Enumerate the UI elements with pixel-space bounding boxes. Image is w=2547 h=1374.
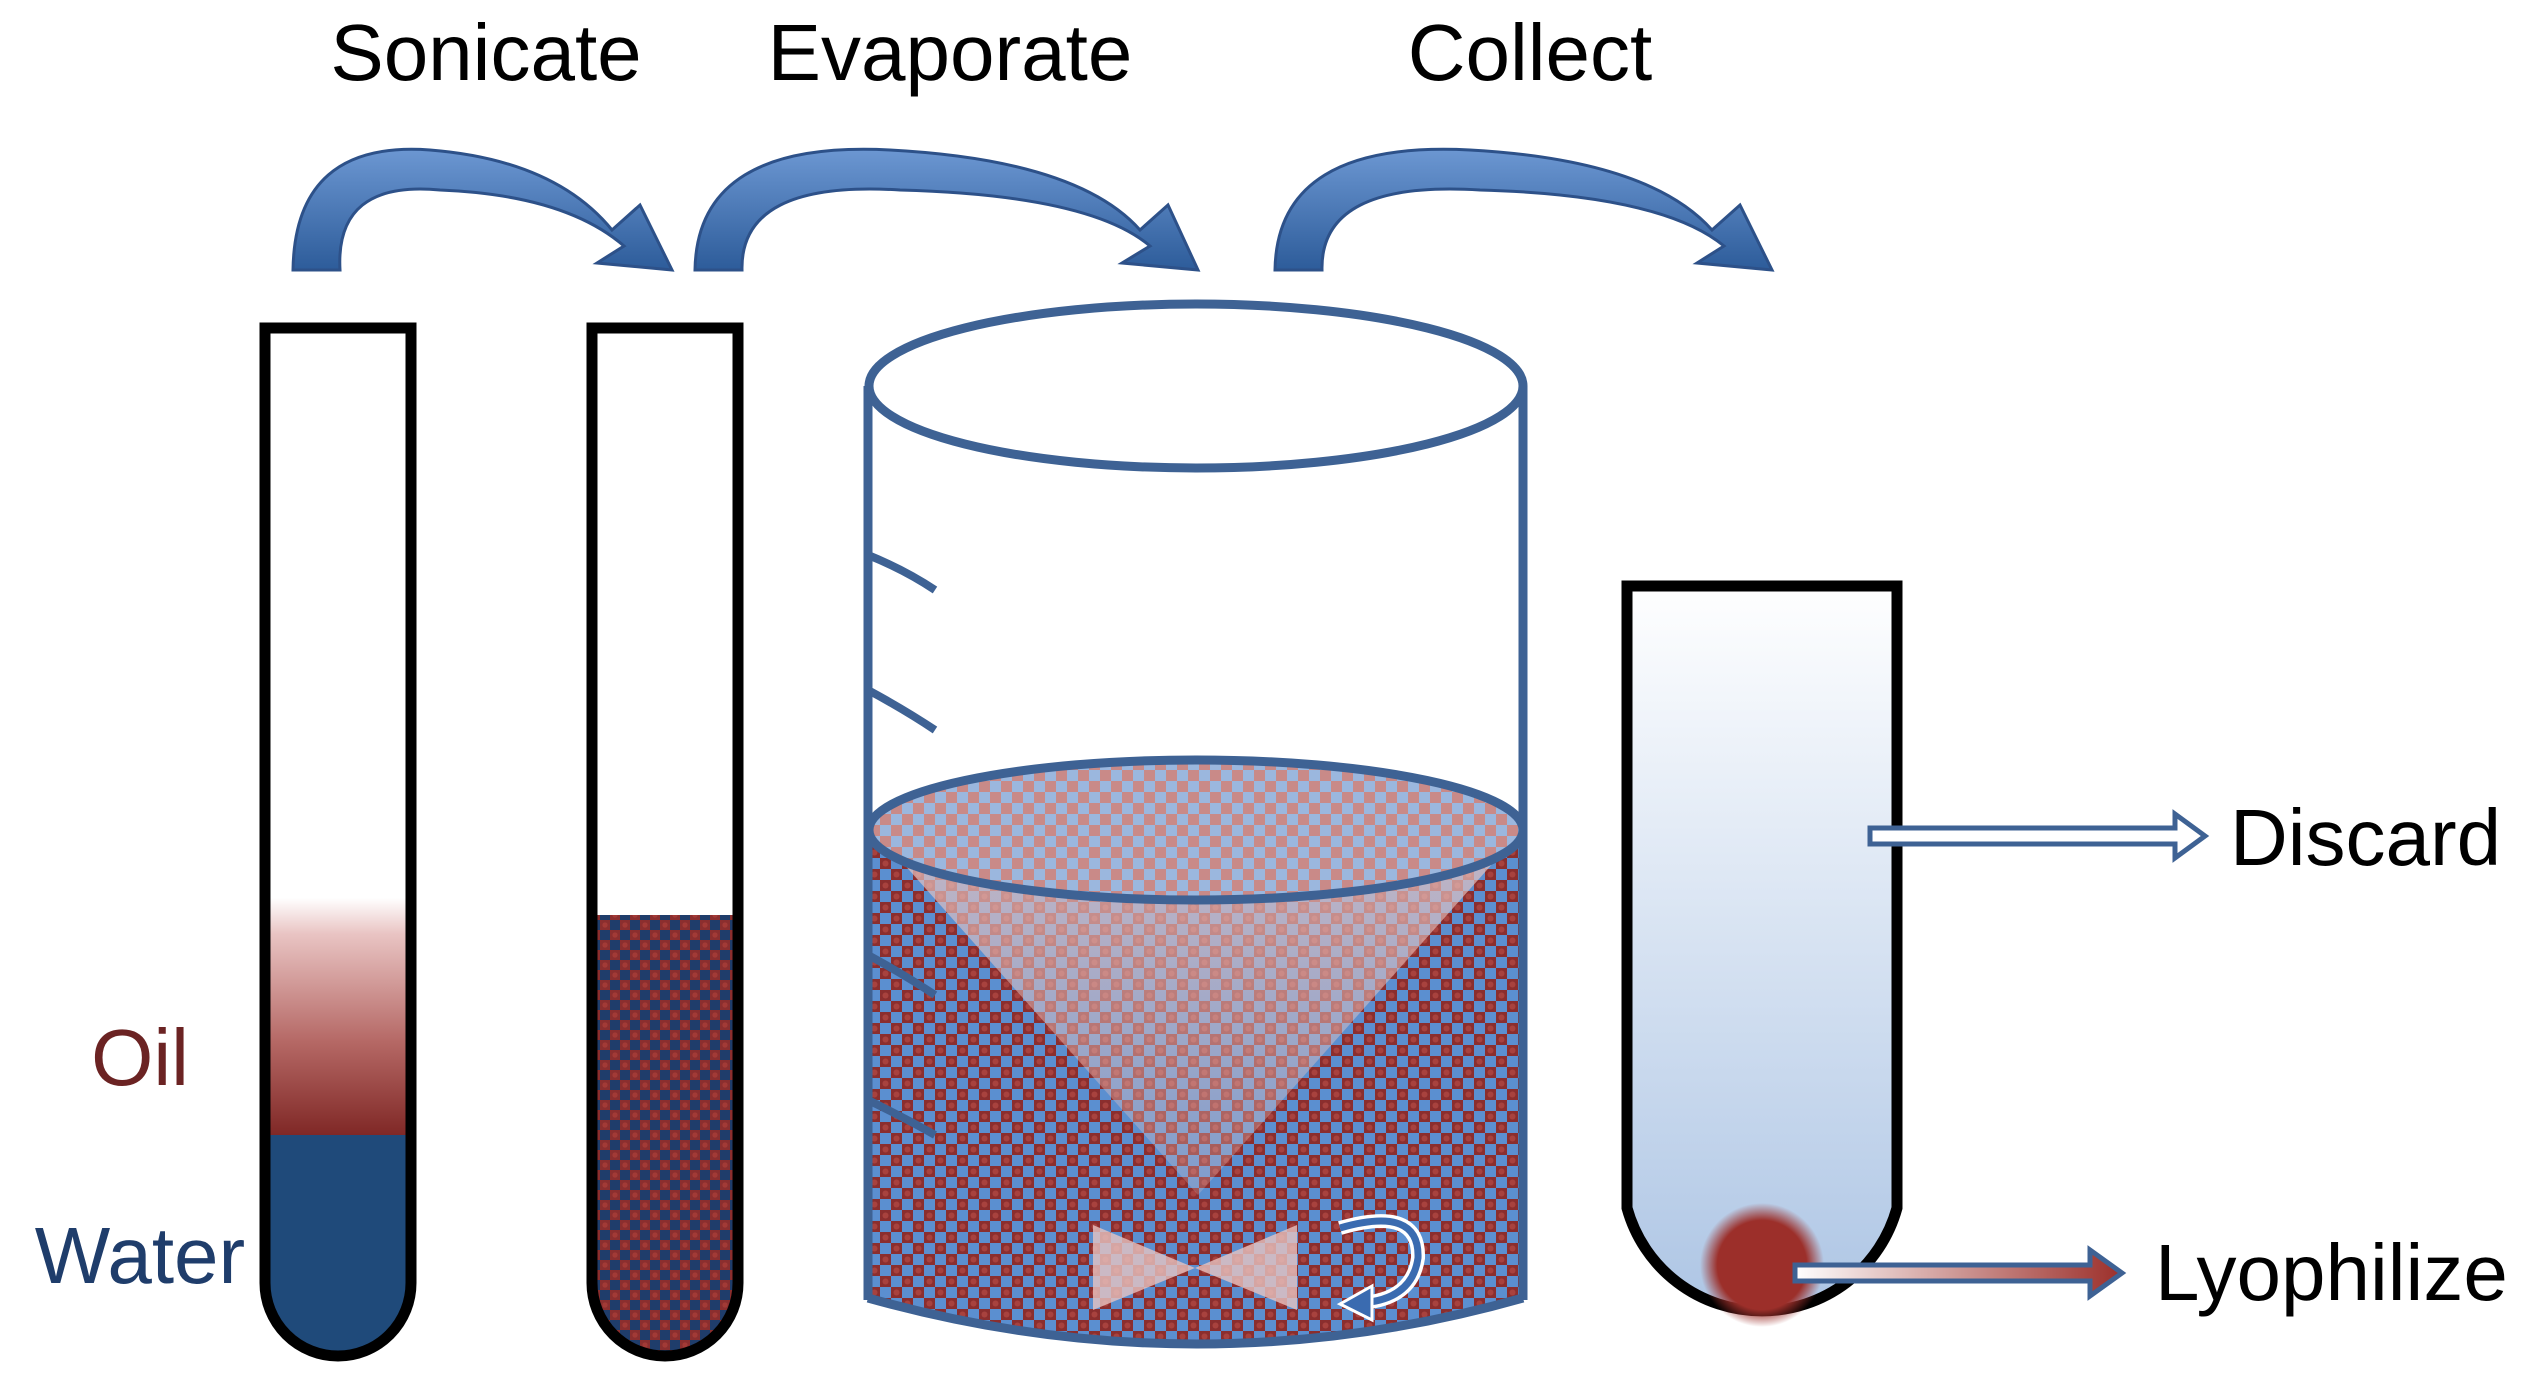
curved-arrow-icon [693, 147, 1201, 272]
water-layer [265, 1135, 411, 1356]
discard-arrow-icon [1867, 809, 2210, 863]
step-label-evaporate: Evaporate [768, 8, 1133, 97]
discard-label: Discard [2230, 793, 2501, 882]
centrifuge-tube [1621, 580, 1903, 1327]
curved-arrow-icon [291, 147, 675, 272]
test-tube-oil-water [259, 322, 417, 1362]
curved-arrow-icon [1273, 147, 1775, 272]
emulsion-fill [592, 915, 738, 1356]
beaker [863, 299, 1528, 1349]
step-label-sonicate: Sonicate [330, 8, 641, 97]
lyophilize-arrow-icon [1792, 1245, 2127, 1301]
vortex-cone [878, 835, 1518, 1195]
pellet [1700, 1203, 1824, 1327]
oil-layer [265, 898, 411, 1138]
step-label-collect: Collect [1408, 8, 1653, 97]
liquid-surface [864, 755, 1528, 905]
lyophilize-label: Lyophilize [2155, 1228, 2508, 1317]
oil-label: Oil [91, 1013, 189, 1102]
rotation-arrow-icon [1336, 1214, 1425, 1323]
stir-bar-icon [1093, 1225, 1297, 1310]
water-label: Water [35, 1211, 245, 1300]
beaker-rim [864, 299, 1528, 473]
test-tube-emulsion [586, 322, 744, 1362]
